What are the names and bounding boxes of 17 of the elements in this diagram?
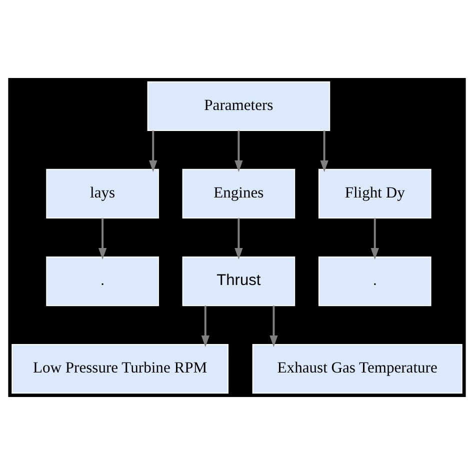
arrow — [270, 305, 278, 347]
arrow — [234, 218, 243, 260]
node-box: Low Pressure Turbine RPM — [12, 344, 228, 394]
arrow — [149, 130, 158, 172]
node-box: Flight Dy — [318, 168, 432, 218]
arrow — [320, 130, 328, 172]
node-box: Engines — [182, 168, 296, 218]
node-box: lays — [46, 168, 159, 218]
node-box: Exhaust Gas Temperature — [252, 344, 462, 394]
arrow — [370, 218, 379, 260]
node-box: . — [46, 256, 159, 306]
arrow — [201, 305, 210, 347]
node-box: . — [318, 256, 432, 306]
node-box: Thrust — [182, 256, 296, 306]
arrow — [98, 218, 107, 260]
node-box: Parameters — [147, 80, 330, 130]
arrow — [234, 130, 243, 172]
